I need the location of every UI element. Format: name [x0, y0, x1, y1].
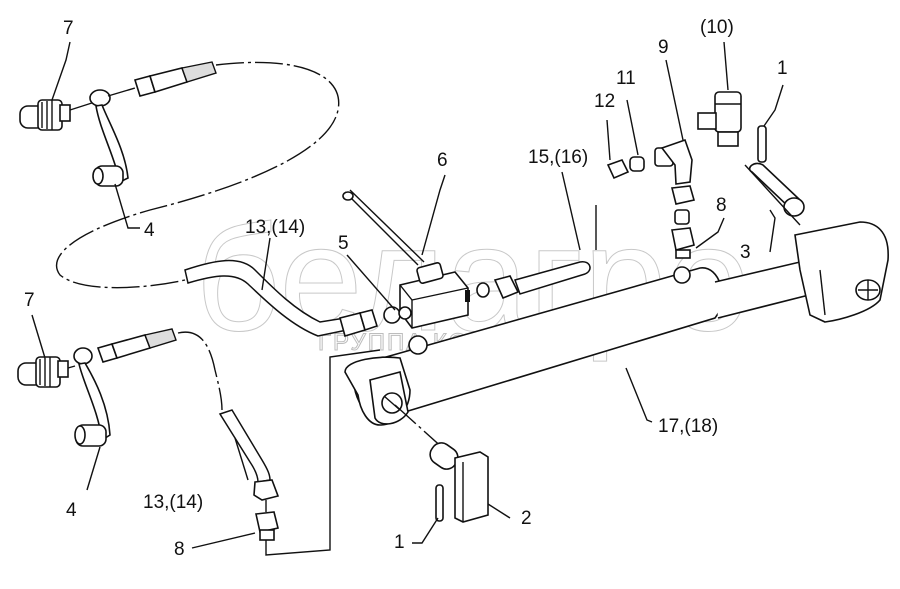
pin-clip-lower	[394, 404, 489, 523]
callout-1-lower: 1	[394, 532, 405, 553]
callout-10: (10)	[700, 17, 734, 38]
valve-block	[342, 189, 470, 329]
callout-9: 9	[658, 37, 669, 58]
tee-fitting	[697, 91, 742, 147]
hydraulic-cylinder	[344, 221, 889, 426]
quick-coupler-lower	[17, 356, 76, 388]
hose-fitting-lower	[96, 328, 177, 363]
callout-7-upper: 7	[63, 18, 74, 39]
callout-4-lower: 4	[66, 500, 77, 521]
quick-coupler-upper	[19, 99, 96, 131]
callout-6: 6	[437, 150, 448, 171]
dust-cap-lower	[73, 347, 111, 447]
callouts: 7 4 7 4 13,(14) 13,(14) 5 6 15,(16) 12 1…	[24, 17, 788, 560]
hose-lower-bend	[218, 349, 381, 556]
hose-fitting-upper	[107, 61, 217, 97]
callout-13-14-middle: 13,(14)	[245, 217, 305, 238]
callout-8-lower: 8	[174, 539, 185, 560]
callout-13-14-lower: 13,(14)	[143, 492, 203, 513]
callout-17-18: 17,(18)	[658, 416, 718, 437]
callout-1-upper: 1	[777, 58, 788, 79]
callout-12: 12	[594, 91, 615, 112]
pin-upper	[757, 125, 767, 163]
tube-right-of-valve	[476, 205, 597, 300]
sleeve	[744, 162, 805, 226]
callout-11: 11	[616, 68, 636, 89]
callout-7-lower: 7	[24, 290, 35, 311]
callout-8-upper: 8	[716, 195, 727, 216]
callout-2: 2	[521, 508, 532, 529]
hose-middle	[184, 259, 378, 338]
callout-5: 5	[338, 233, 349, 254]
callout-15-16: 15,(16)	[528, 147, 588, 168]
lower-hose-line	[177, 331, 223, 411]
leader-lines	[31, 41, 784, 549]
callout-4-upper: 4	[144, 220, 155, 241]
upper-hose-line	[55, 61, 340, 289]
dust-cap-upper	[89, 89, 129, 187]
callout-3: 3	[740, 242, 751, 263]
fittings-upper-right	[606, 138, 696, 259]
